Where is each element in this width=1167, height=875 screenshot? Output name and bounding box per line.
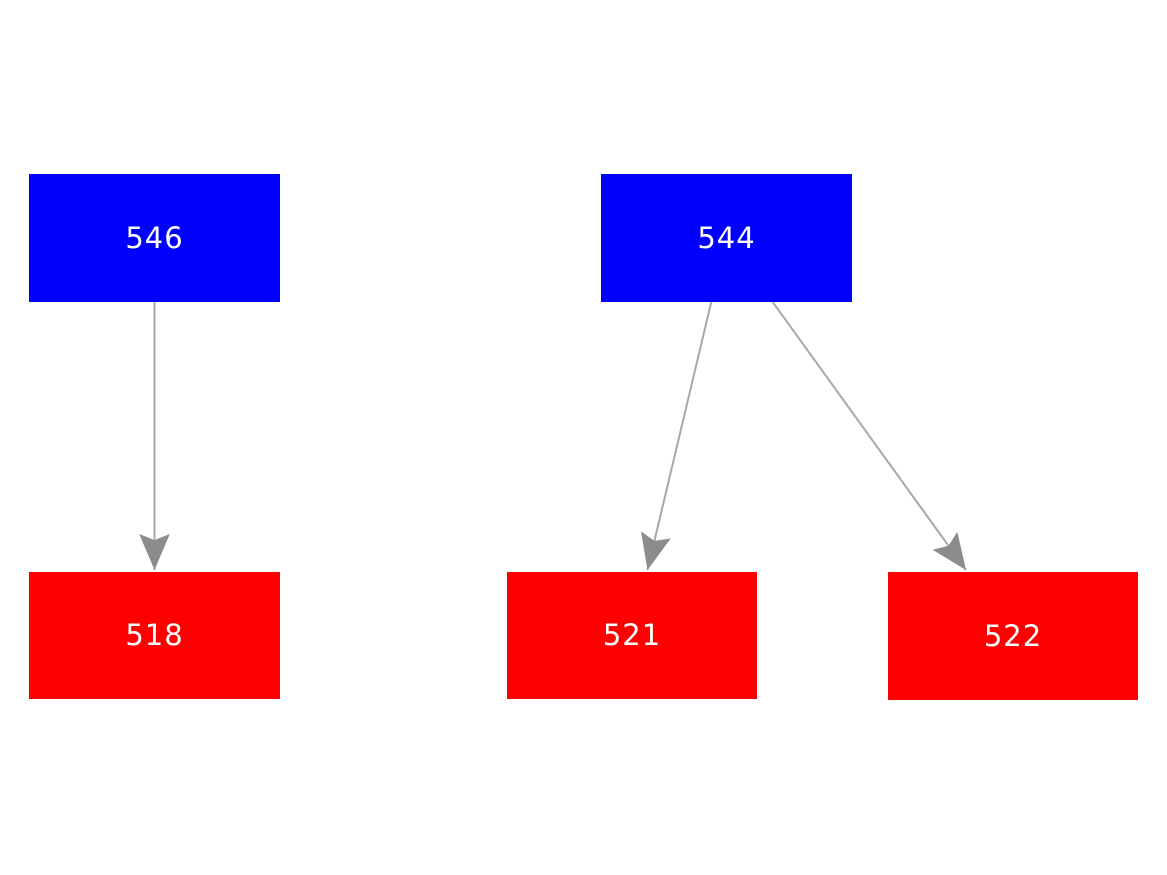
node-522: 522 bbox=[888, 572, 1138, 700]
node-518: 518 bbox=[29, 572, 280, 699]
node-546: 546 bbox=[29, 174, 280, 302]
node-label: 546 bbox=[125, 220, 184, 255]
node-label: 544 bbox=[697, 220, 756, 255]
node-label: 521 bbox=[602, 618, 662, 652]
node-544: 544 bbox=[601, 174, 852, 302]
node-521: 521 bbox=[507, 572, 757, 699]
node-label: 522 bbox=[983, 618, 1043, 653]
node-label: 518 bbox=[125, 618, 184, 652]
